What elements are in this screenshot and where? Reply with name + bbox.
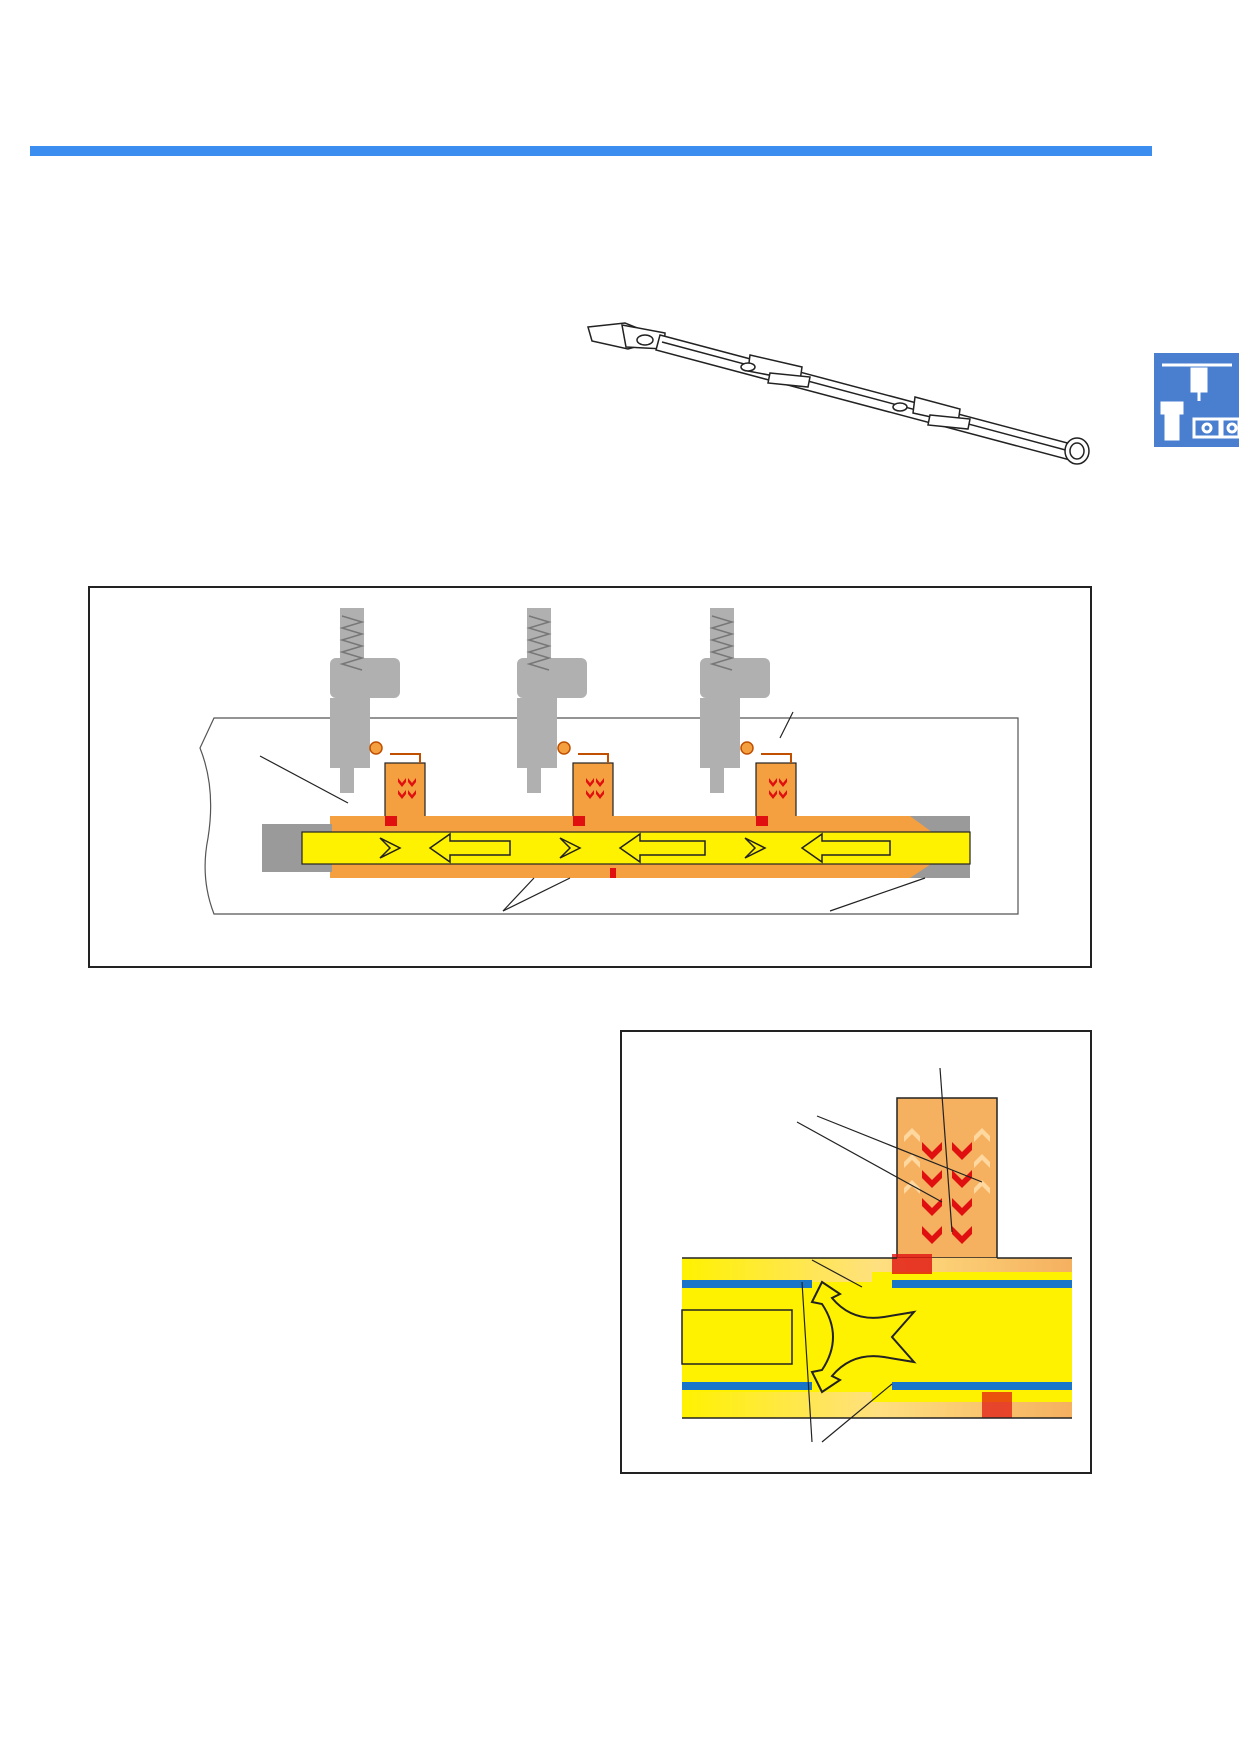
rail-cross-section-frame — [88, 586, 1092, 968]
junction-detail-frame — [620, 1030, 1092, 1474]
junction-detail — [681, 1067, 1072, 1443]
flow-arrow-icon — [379, 832, 891, 864]
header-bar — [30, 146, 1152, 156]
injector-3 — [700, 608, 770, 793]
section-tab[interactable] — [1154, 353, 1239, 447]
rail-cross-section — [199, 608, 1019, 915]
fuel-rail-drawing — [580, 315, 1100, 475]
engine-icon — [1160, 363, 1239, 441]
